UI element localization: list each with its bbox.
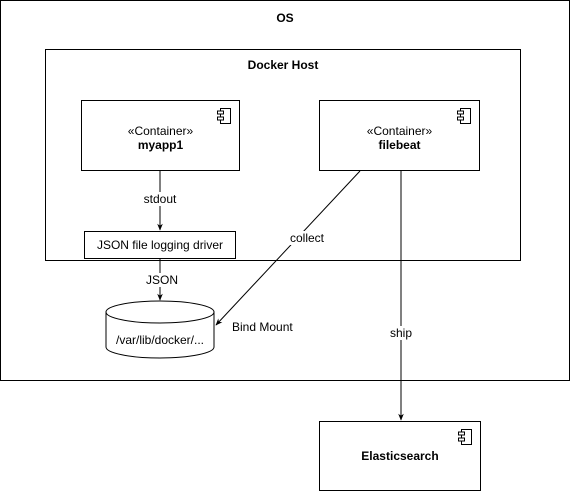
component-icon — [458, 429, 472, 445]
storage-cylinder[interactable] — [105, 300, 215, 359]
docker-host-title: Docker Host — [247, 58, 319, 72]
filebeat-stereotype: «Container» — [366, 124, 433, 138]
logging-driver-label: JSON file logging driver — [96, 238, 224, 252]
json-label: JSON — [144, 273, 180, 287]
os-title: OS — [276, 11, 294, 25]
collect-label: collect — [288, 231, 326, 245]
component-icon — [217, 108, 231, 124]
filebeat-name: filebeat — [378, 138, 421, 152]
myapp1-name: myapp1 — [137, 138, 184, 152]
stdout-label: stdout — [142, 192, 178, 206]
myapp1-container[interactable]: «Container» myapp1 — [81, 100, 240, 171]
component-icon — [457, 108, 471, 124]
elasticsearch-name: Elasticsearch — [361, 449, 439, 463]
ship-label: ship — [388, 326, 414, 340]
elasticsearch-component[interactable]: Elasticsearch — [319, 421, 481, 491]
filebeat-container[interactable]: «Container» filebeat — [319, 100, 480, 171]
logging-driver-box[interactable]: JSON file logging driver — [84, 231, 236, 259]
bind-mount-label: Bind Mount — [232, 320, 293, 334]
myapp1-stereotype: «Container» — [127, 124, 194, 138]
storage-label: /var/lib/docker/... — [115, 333, 205, 347]
collect-arrow — [215, 170, 361, 326]
